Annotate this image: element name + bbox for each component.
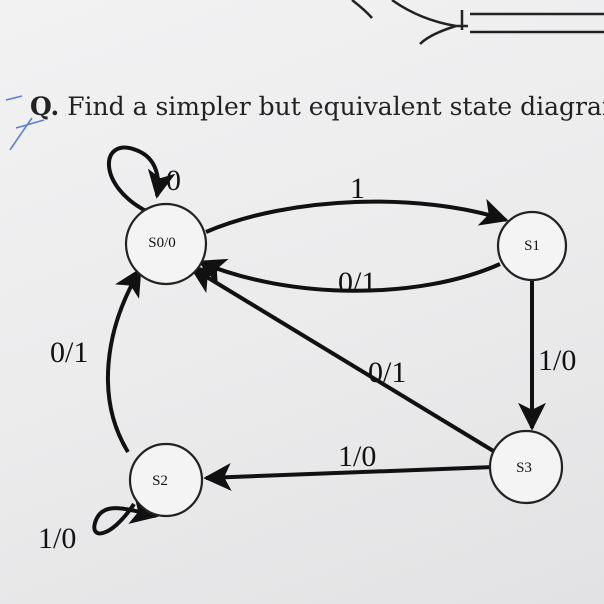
edge-label-s1-s0: 0/1 — [338, 266, 376, 299]
edge-s3-s0 — [189, 266, 502, 457]
edge-label-s2-self: 1/0 — [38, 522, 76, 555]
edge-s2-s0 — [106, 267, 142, 454]
state-s1: S1 — [496, 210, 568, 282]
logic-gate-fragment — [351, 0, 604, 45]
question-heading: Q. Find a simpler but equivalent state d… — [30, 92, 604, 121]
edge-s2-self — [92, 496, 159, 536]
question-number: Q. — [30, 92, 60, 121]
state-s2: S2 — [128, 442, 204, 518]
edge-label-s1-s3: 1/0 — [538, 344, 576, 377]
edge-s0-s1 — [205, 198, 509, 234]
pen-mark — [5, 95, 45, 151]
state-s1-label: S1 — [524, 238, 540, 254]
edge-label-s0-s1: 1 — [350, 172, 365, 205]
state-s3: S3 — [488, 429, 564, 505]
edge-s1-s0 — [197, 258, 501, 293]
state-s0-label: S0/0 — [148, 235, 176, 251]
state-s0: S0/0 — [124, 202, 208, 286]
state-s3-label: S3 — [516, 460, 532, 476]
edge-label-s2-s0: 0/1 — [50, 336, 88, 369]
state-s2-label: S2 — [152, 473, 168, 489]
question-text: Find a simpler but equivalent state diag… — [67, 92, 604, 121]
edge-s0-self — [106, 145, 176, 214]
edge-label-s3-s0: 0/1 — [368, 356, 406, 389]
edge-label-s3-s2: 1/0 — [338, 440, 376, 473]
edge-label-s0-self: 0 — [166, 164, 181, 197]
edge-s3-s2 — [203, 463, 495, 492]
